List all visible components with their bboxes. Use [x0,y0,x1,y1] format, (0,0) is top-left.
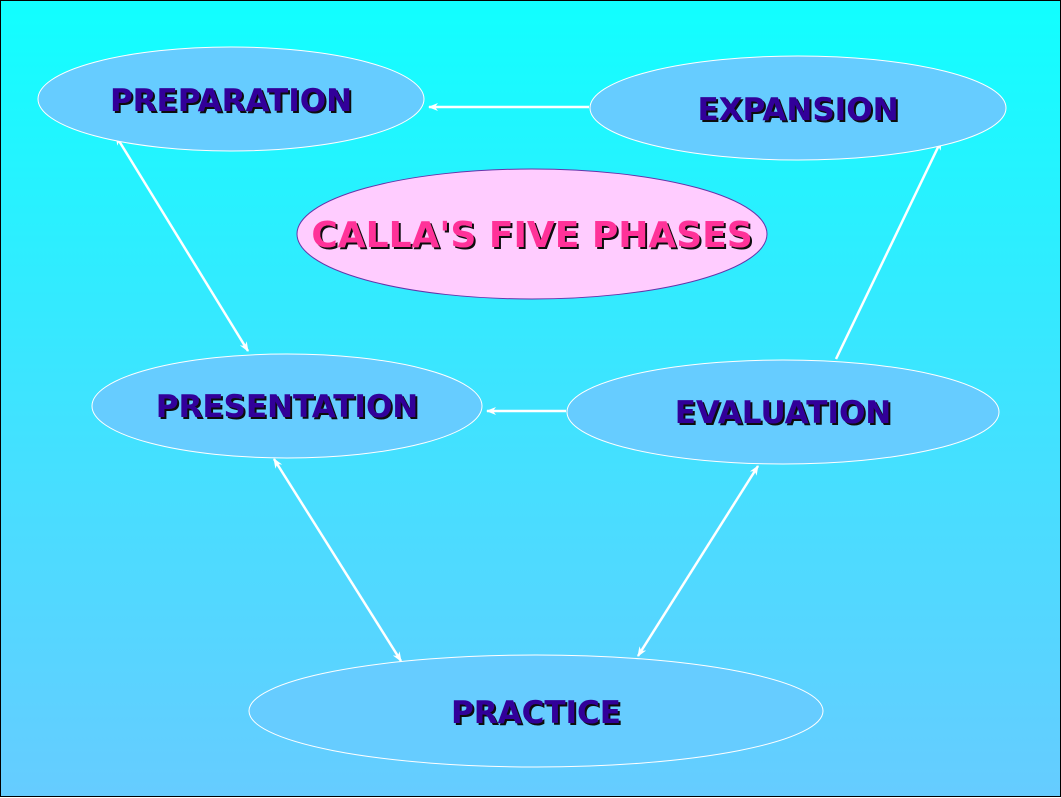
evaluation-label: EVALUATION [675,395,892,431]
node-evaluation: EVALUATION [566,359,1000,465]
arrow-practice-evaluation [636,465,760,657]
node-preparation: PREPARATION [37,46,425,152]
node-title: CALLA'S FIVE PHASES [296,168,768,300]
arrow-evaluation-to-expansion [834,140,943,360]
node-presentation: PRESENTATION [91,353,483,459]
expansion-label: EXPANSION [697,92,898,128]
node-practice: PRACTICE [248,654,824,768]
arrow-presentation-practice [272,458,403,662]
arrow-preparation-presentation [114,135,250,352]
practice-label: PRACTICE [451,695,621,731]
preparation-label: PREPARATION [110,83,352,119]
node-expansion: EXPANSION [589,55,1007,161]
presentation-label: PRESENTATION [156,389,419,425]
diagram-title: CALLA'S FIVE PHASES [311,215,752,256]
